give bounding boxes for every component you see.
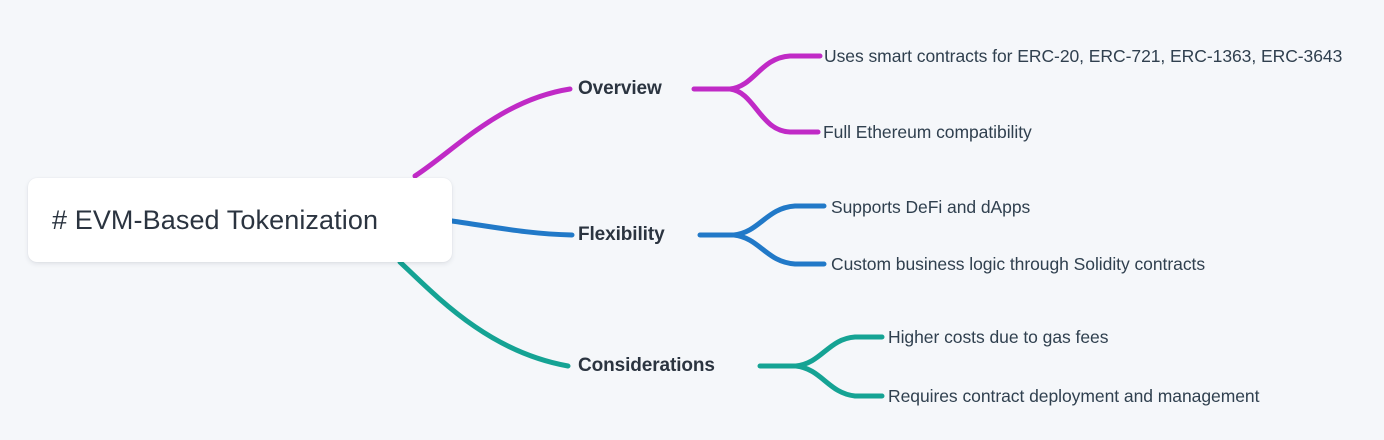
edge-flexibility-to-leaf-2 — [731, 232, 827, 267]
edge-root-to-considerations — [397, 259, 571, 369]
edge-considerations-to-leaf-1 — [793, 334, 885, 369]
leaf-label-flexibility-1[interactable]: Supports DeFi and dApps — [831, 197, 1031, 217]
branch-label-overview[interactable]: Overview — [578, 78, 662, 99]
edge-considerations-to-leaf-2 — [793, 363, 885, 399]
edge-overview-to-leaf-2 — [727, 86, 821, 135]
edge-root-to-flexibility — [449, 218, 575, 238]
leaf-label-overview-2[interactable]: Full Ethereum compatibility — [823, 122, 1032, 142]
leaf-label-overview-1[interactable]: Uses smart contracts for ERC-20, ERC-721… — [824, 46, 1343, 66]
branch-label-flexibility[interactable]: Flexibility — [578, 224, 665, 245]
leaf-label-considerations-2[interactable]: Requires contract deployment and managem… — [888, 386, 1260, 406]
edge-overview-to-leaf-1 — [727, 53, 823, 92]
leaf-label-considerations-1[interactable]: Higher costs due to gas fees — [888, 327, 1109, 347]
leaf-label-flexibility-2[interactable]: Custom business logic through Solidity c… — [831, 254, 1206, 274]
branch-label-considerations[interactable]: Considerations — [578, 355, 715, 376]
edge-flexibility-to-leaf-1 — [731, 203, 827, 238]
mindmap-root-node[interactable]: # EVM-Based Tokenization — [28, 178, 452, 262]
root-node-label: # EVM-Based Tokenization — [52, 204, 379, 235]
edge-root-to-overview — [412, 86, 573, 179]
